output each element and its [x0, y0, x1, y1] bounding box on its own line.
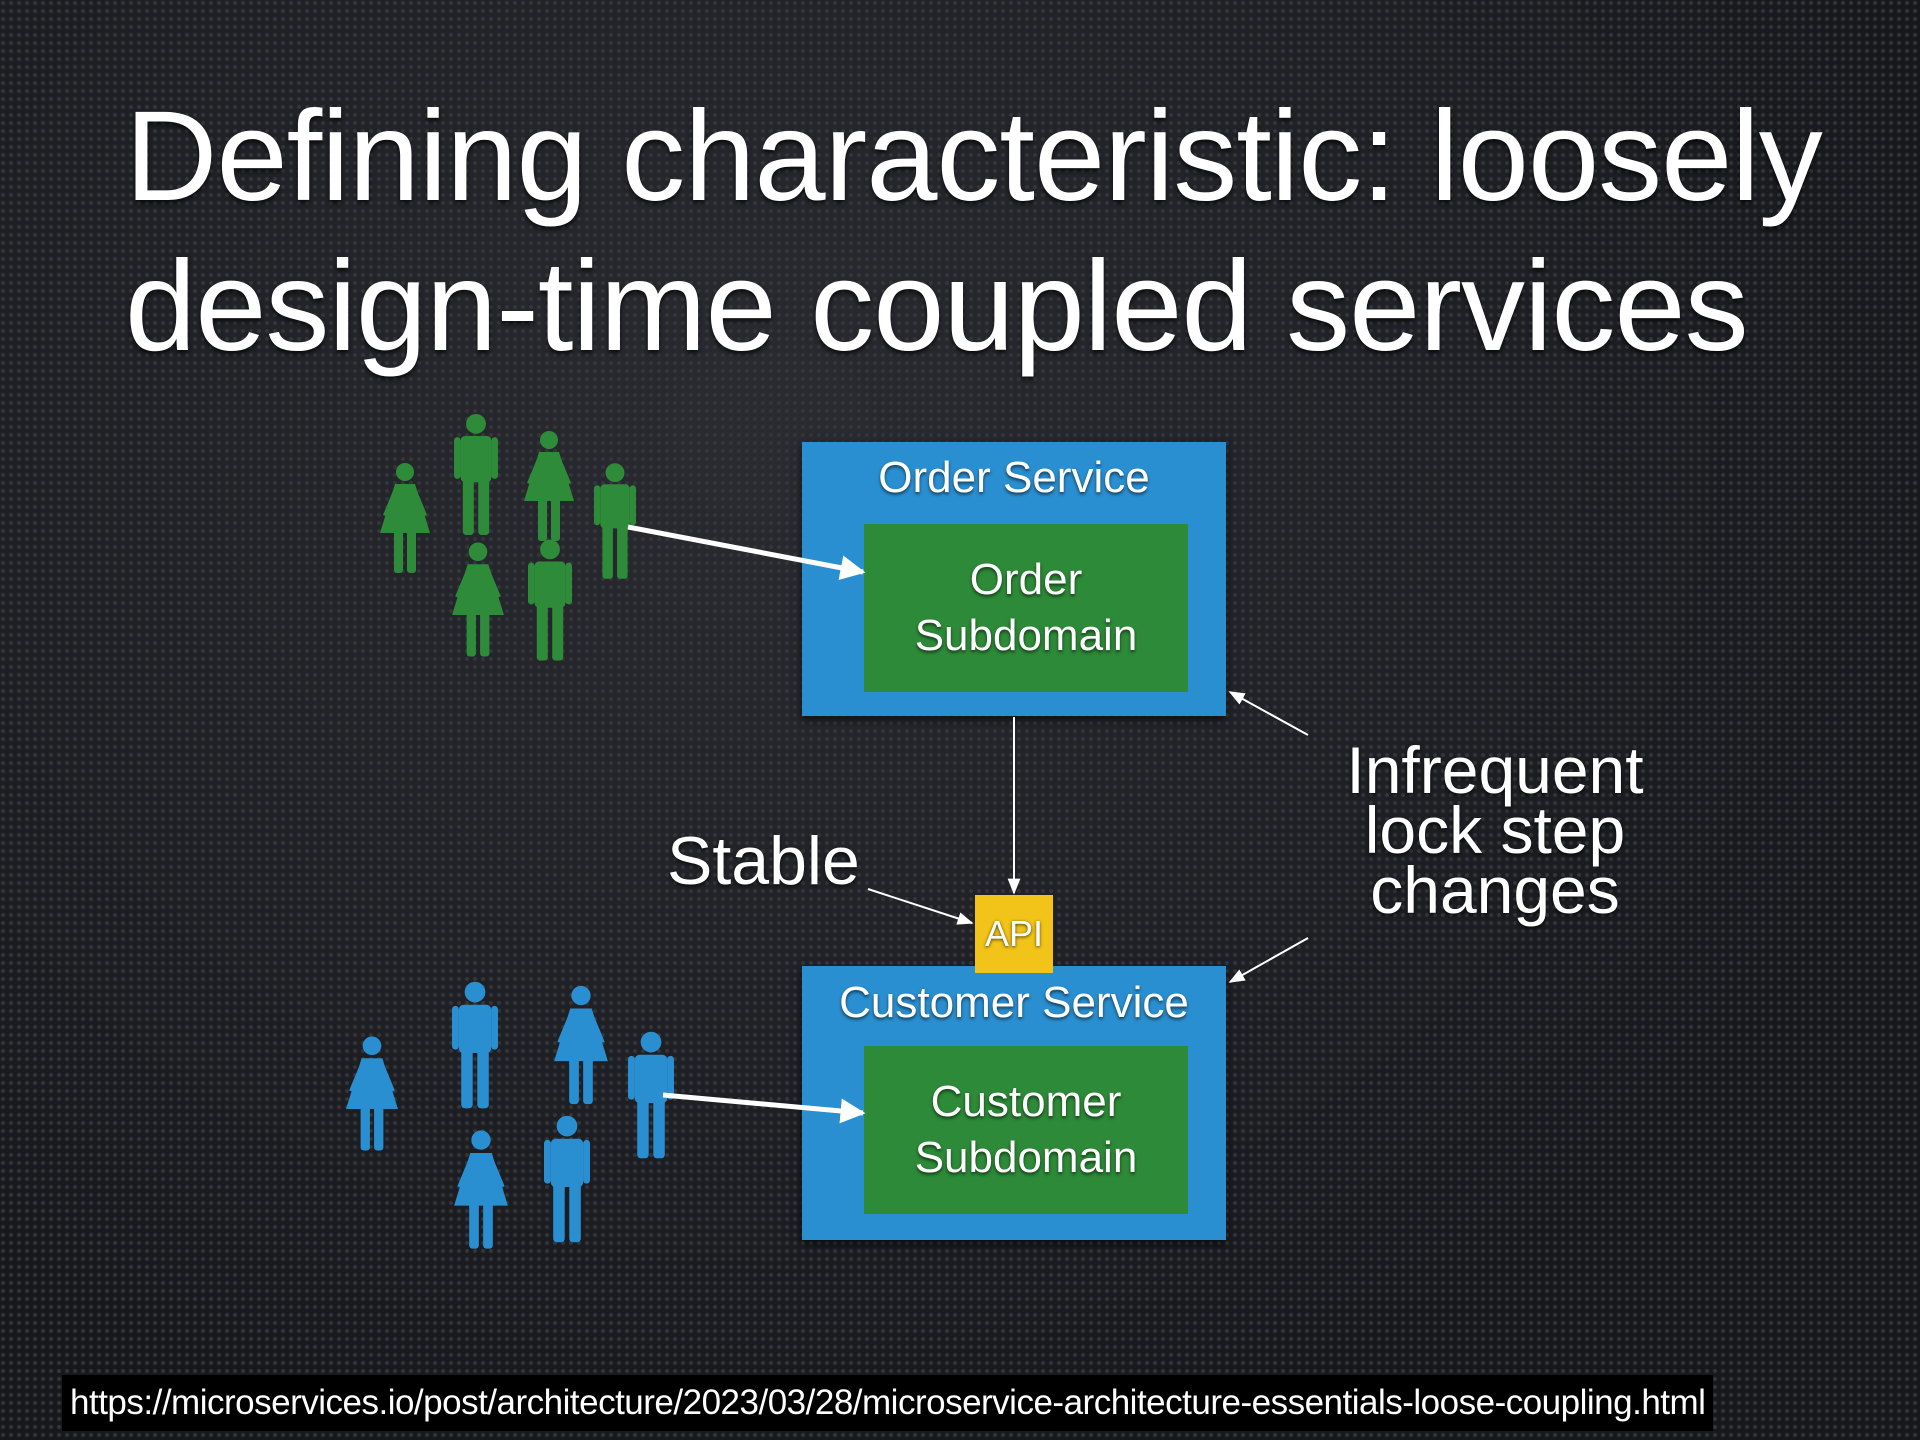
stable-label: Stable	[667, 823, 860, 899]
customer-service-box: Customer Service Customer Subdomain	[802, 966, 1226, 1240]
source-url: https://microservices.io/post/architectu…	[62, 1375, 1714, 1431]
order-subdomain-line-1: Order	[969, 555, 1083, 604]
title-line-1: Defining characteristic: loosely	[125, 85, 1823, 228]
lockstep-to-order-arrow-icon	[1228, 691, 1309, 736]
lockstep-note-line-1: Infrequent	[1346, 733, 1644, 807]
title-line-2: design-time coupled services	[125, 235, 1749, 378]
lockstep-note: Infrequent lock step changes	[1295, 733, 1695, 927]
customer-subdomain-line-1: Customer	[930, 1077, 1122, 1126]
order-subdomain-box: Order Subdomain	[864, 524, 1188, 692]
customer-service-label: Customer Service	[839, 978, 1189, 1027]
customer-subdomain-box: Customer Subdomain	[864, 1046, 1188, 1214]
order-service-label: Order Service	[878, 453, 1150, 502]
lockstep-note-line-2: lock step	[1364, 793, 1626, 867]
customer-subdomain-line-2: Subdomain	[914, 1133, 1138, 1182]
order-subdomain-line-2: Subdomain	[914, 611, 1138, 660]
customer-team-arrow-icon	[662, 1092, 866, 1124]
api-box: API	[975, 895, 1053, 973]
order-team-arrow-icon	[627, 524, 866, 581]
slide-title: Defining characteristic: loosely design-…	[125, 82, 1825, 382]
order-service-box: Order Service Order Subdomain	[802, 442, 1226, 716]
stable-pointer-arrow-icon	[867, 888, 974, 925]
lockstep-to-customer-arrow-icon	[1228, 937, 1309, 983]
lockstep-note-line-3: changes	[1370, 853, 1620, 927]
